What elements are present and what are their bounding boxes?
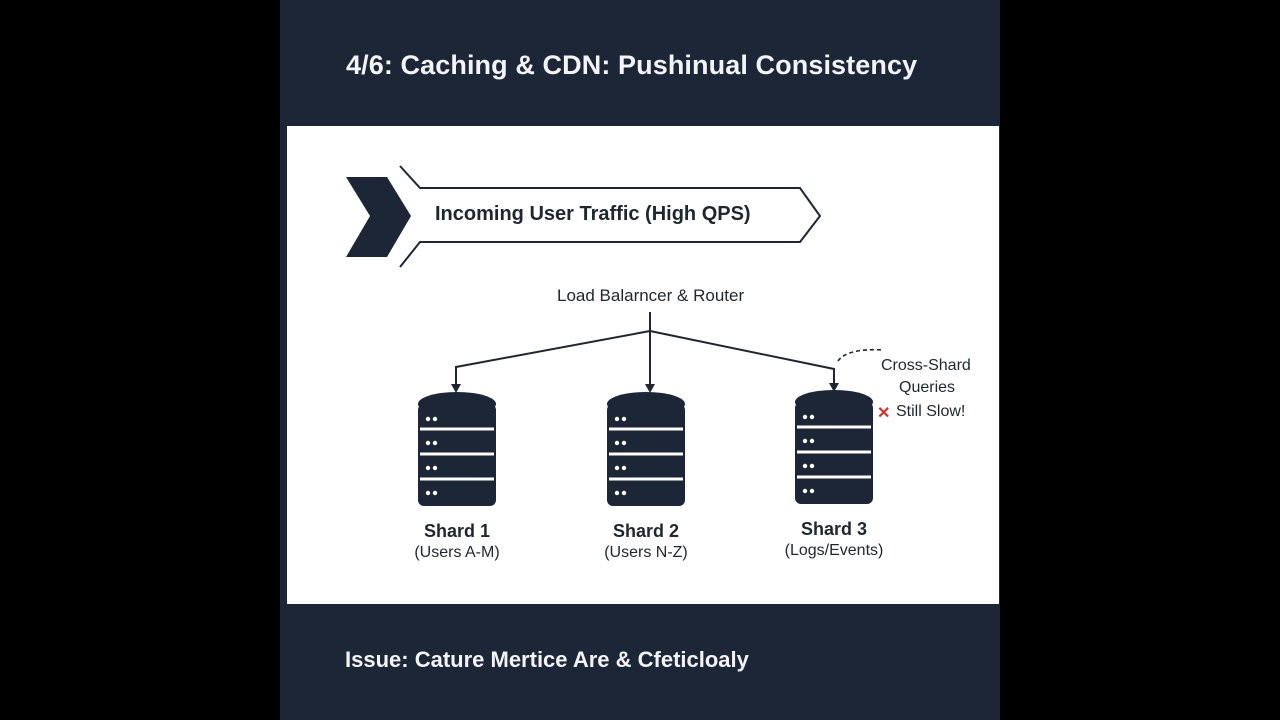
slide-title: 4/6: Caching & CDN: Pushinual Consistenc… (346, 50, 918, 80)
cross-shard-line1: Cross-Shard (881, 357, 971, 374)
arrow-heads (451, 383, 839, 393)
traffic-banner (399, 165, 822, 268)
cross-shard-line2: Queries (899, 379, 956, 396)
slide-footer: Issue: Cature Mertice Are & Cfeticloaly (345, 647, 749, 672)
cross-shard-dashed-arc (837, 348, 885, 362)
architecture-diagram (346, 165, 885, 506)
cross-shard-warning: Still Slow! (896, 403, 966, 420)
traffic-chevron-icon (346, 177, 411, 257)
shard-1-name: Shard 1 (423, 521, 491, 541)
diagram-panel: Incoming User Traffic (High QPS) Load Ba… (287, 126, 999, 604)
traffic-label: Incoming User Traffic (High QPS) (435, 203, 751, 225)
shard-3-detail: (Logs/Events) (784, 542, 884, 559)
database-icon (795, 390, 873, 504)
shard-1-detail: (Users A-M) (414, 544, 500, 561)
slide: 4/6: Caching & CDN: Pushinual Consistenc… (280, 0, 1000, 720)
routing-arrows (455, 312, 835, 385)
database-icon (418, 392, 496, 506)
shard-2-detail: (Users N-Z) (604, 544, 688, 561)
shard-2-name: Shard 2 (612, 521, 680, 541)
shard-3-name: Shard 3 (800, 519, 868, 539)
database-icon (607, 392, 685, 506)
warning-x-icon: ✕ (877, 405, 891, 422)
router-label: Load Balarncer & Router (557, 286, 745, 305)
